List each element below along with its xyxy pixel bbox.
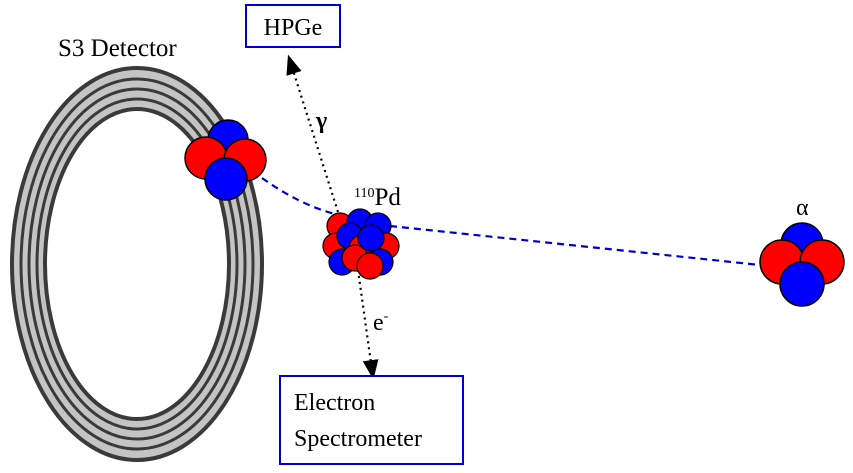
alpha-symbol: α (796, 195, 809, 221)
scattered-nucleus-trajectory (261, 177, 336, 216)
detector-label: S3 Detector (58, 35, 177, 62)
scattered-nucleus (184, 119, 267, 201)
gamma-symbol: γ (315, 108, 327, 134)
electron-symbol: e- (373, 309, 389, 336)
spectrometer-label-line1: Electron (294, 390, 375, 416)
gamma-ray-path (286, 54, 340, 213)
electron-path (356, 269, 379, 380)
pd110-label: 110Pd (354, 184, 401, 211)
hpge-label: HPGe (264, 15, 323, 41)
spectrometer-label-line2: Spectrometer (294, 426, 422, 452)
hpge-box: HPGe (245, 4, 341, 48)
alpha-particle (759, 222, 845, 307)
projectile-trajectory (389, 224, 761, 267)
pd110-nucleus (322, 208, 400, 280)
electron-spectrometer-box: Electron Spectrometer (279, 375, 464, 465)
